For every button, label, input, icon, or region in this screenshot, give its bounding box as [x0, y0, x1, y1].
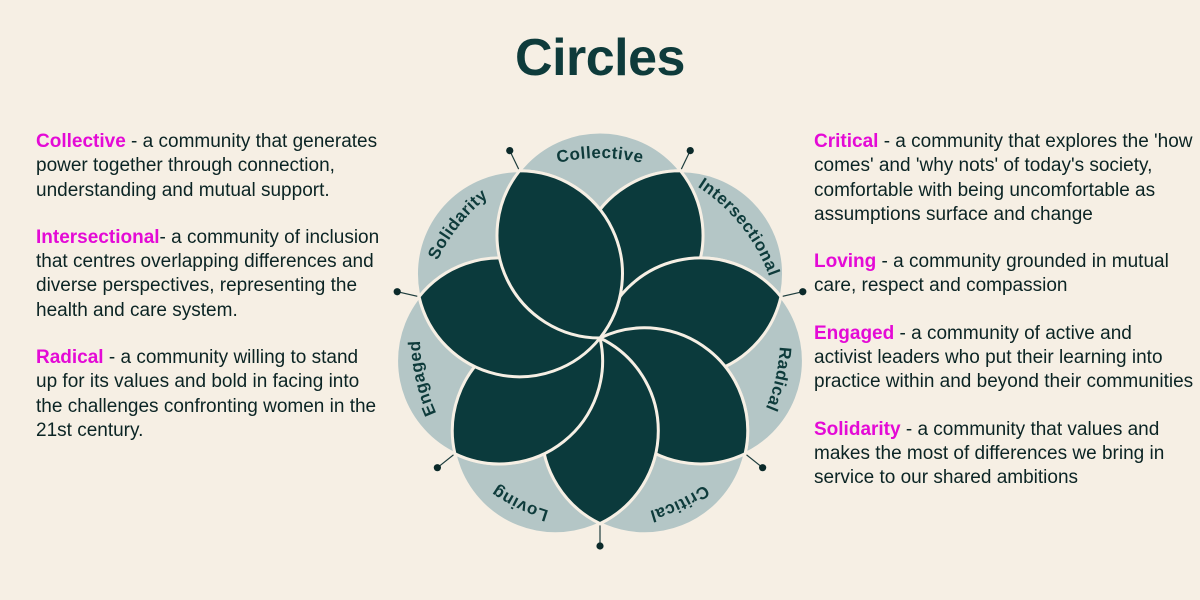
definition-critical: Critical - a community that explores the…: [814, 130, 1194, 227]
definition-intersectional: Intersectional- a community of inclusion…: [36, 226, 381, 323]
term-label: Solidarity: [814, 418, 901, 440]
definition-collective: Collective - a community that generates …: [36, 130, 381, 203]
connector-dot: [506, 146, 514, 155]
definition-text: - a community of active and activist lea…: [814, 322, 1194, 393]
left-definitions: Collective - a community that generates …: [36, 130, 381, 466]
definition-text: - a community that explores the 'how com…: [814, 131, 1193, 225]
circles-flower-diagram: CollectiveIntersectionalRadicalCriticalL…: [393, 130, 807, 550]
definition-text: - a community that generates power toget…: [36, 131, 378, 201]
inner-petals: [417, 169, 783, 526]
term-label: Intersectional: [36, 226, 160, 248]
connector-dot: [759, 464, 767, 472]
inner-petal: [495, 169, 624, 340]
definition-loving: Loving - a community grounded in mutual …: [814, 250, 1194, 299]
term-label: Loving: [814, 251, 877, 273]
right-definitions: Critical - a community that explores the…: [814, 130, 1194, 514]
definition-text: - a community that values and makes the …: [814, 418, 1165, 489]
connector-dot: [393, 288, 401, 296]
term-label: Radical: [36, 347, 104, 369]
term-label: Collective: [36, 131, 126, 152]
definition-text: - a community willing to stand up for it…: [36, 347, 377, 441]
connector-dot: [596, 542, 604, 550]
ring-label: Collective: [555, 143, 646, 167]
connector-dot: [686, 146, 694, 155]
definition-text: - a community grounded in mutual care, r…: [814, 251, 1169, 297]
definition-solidarity: Solidarity - a community that values and…: [814, 418, 1194, 491]
term-label: Critical: [814, 131, 879, 152]
term-label: Engaged: [814, 322, 895, 344]
definition-text: - a community of inclusion that centres …: [36, 226, 380, 321]
definition-engaged: Engaged - a community of active and acti…: [814, 322, 1194, 395]
connector-dot: [433, 464, 441, 472]
page-title: Circles: [515, 29, 685, 87]
definition-radical: Radical - a community willing to stand u…: [36, 346, 381, 443]
connector-dot: [799, 288, 807, 296]
